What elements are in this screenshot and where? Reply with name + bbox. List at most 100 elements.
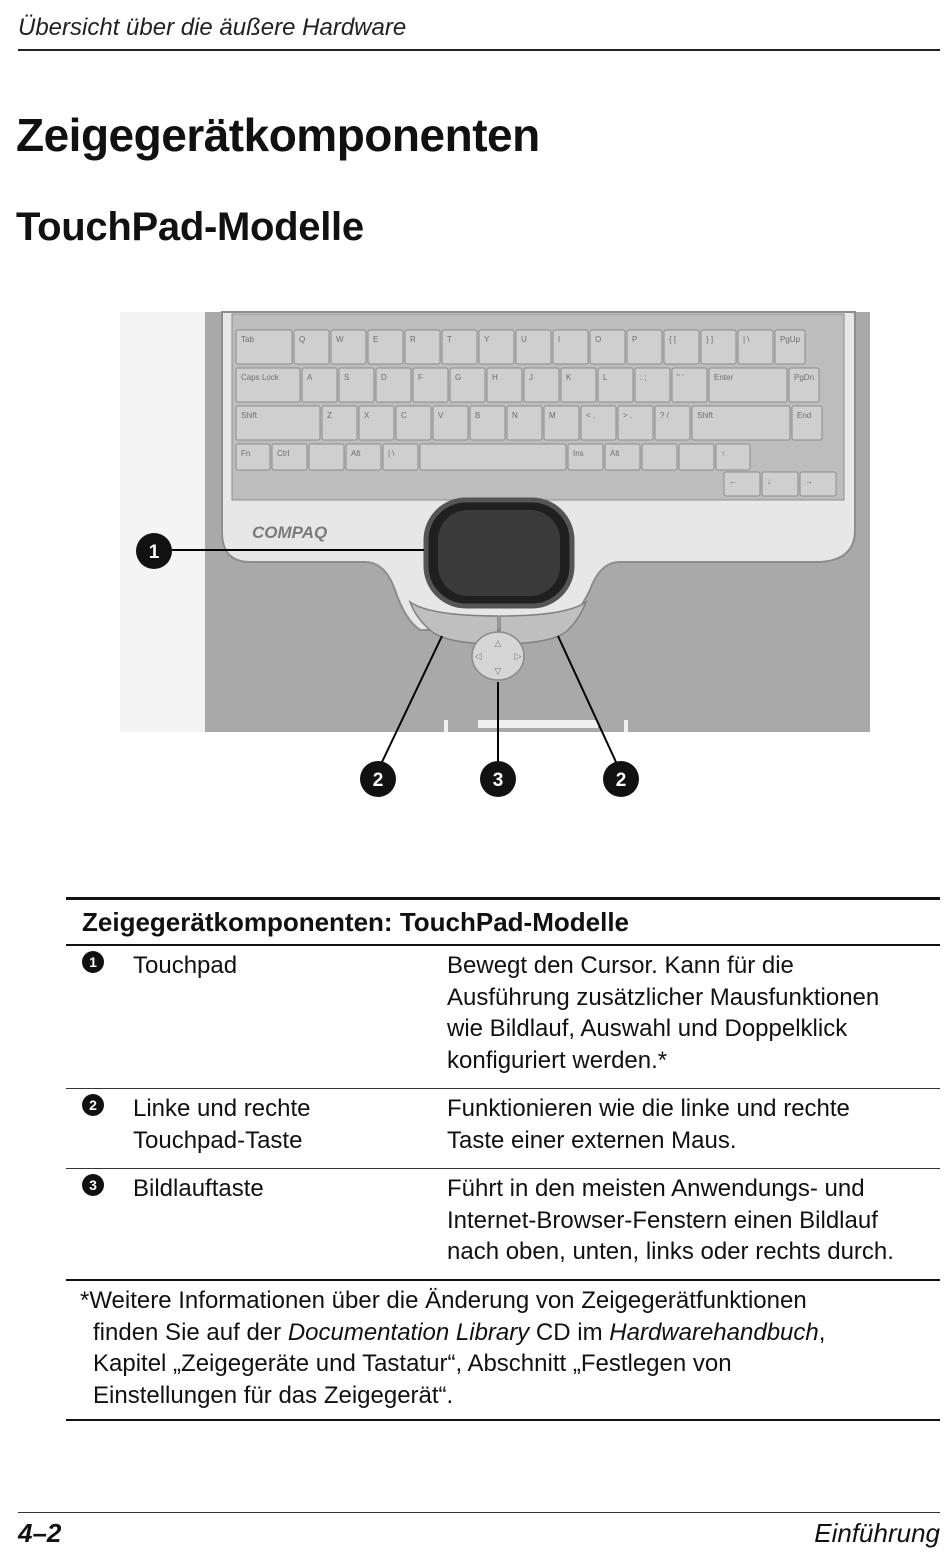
- keyboard-key: [441, 329, 478, 365]
- component-name: Bildlauftaste: [133, 1175, 264, 1202]
- running-head: Übersicht über die äußere Hardware: [18, 14, 407, 41]
- svg-text:2: 2: [616, 770, 627, 791]
- row-number-badge: 2: [82, 1094, 104, 1116]
- keyboard-key-label: Caps Lock: [241, 373, 280, 382]
- touchpad-left-button: [408, 600, 499, 645]
- table-footnote: *Weitere Informationen über die Änderung…: [80, 1287, 826, 1409]
- keyboard-key: [691, 405, 791, 441]
- row-divider: [66, 1088, 940, 1089]
- keyboard-key: [235, 443, 271, 471]
- keyboard-key: [671, 367, 708, 403]
- keyboard-key-label: ? /: [660, 411, 670, 420]
- keyboard-key-label: →: [805, 477, 813, 486]
- keyboard-key-label: N: [512, 411, 518, 420]
- callout-1: 1: [136, 533, 172, 569]
- keyboard-key-label: } ]: [706, 335, 713, 344]
- keyboard-key-label: : ;: [640, 373, 647, 382]
- keyboard-key-label: F: [418, 373, 423, 382]
- keyboard-key-label: Tab: [241, 335, 254, 344]
- keyboard-key: [412, 367, 449, 403]
- keyboard-key-label: Enter: [714, 373, 733, 382]
- keyboard-key-label: Q: [299, 335, 305, 344]
- keyboard-key: [235, 367, 301, 403]
- keyboard-key-label: J: [529, 373, 533, 382]
- keyboard-key: [338, 367, 375, 403]
- callout-2-right: 2: [603, 761, 639, 797]
- keyboard-key: [358, 405, 395, 441]
- keyboard-key-label: Ctrl: [277, 449, 290, 458]
- keyboard-key: [469, 405, 506, 441]
- component-name: Linke und rechte Touchpad-Taste: [133, 1095, 311, 1154]
- keyboard-key: [308, 443, 345, 471]
- keyboard-key: [449, 367, 486, 403]
- keyboard-key-label: B: [475, 411, 480, 420]
- keyboard-key-label: Alt: [610, 449, 620, 458]
- keyboard-key-label: G: [455, 373, 461, 382]
- keyboard-key: [419, 443, 567, 471]
- svg-text:1: 1: [149, 542, 160, 563]
- keyboard-key-label: " ': [677, 373, 684, 382]
- row-divider: [66, 1168, 940, 1169]
- keyboard-key: [543, 405, 580, 441]
- keyboard-key: [663, 329, 700, 365]
- svg-text:▽: ▽: [495, 666, 502, 676]
- keyboard-key-label: X: [364, 411, 370, 420]
- keyboard-key: [580, 405, 617, 441]
- header-rule: [18, 49, 940, 51]
- keyboard-key: [552, 329, 589, 365]
- keyboard-key: [715, 443, 751, 471]
- keyboard-key: [486, 367, 523, 403]
- table-bottom-rule: [66, 1419, 940, 1421]
- keyboard-key-label: V: [438, 411, 444, 420]
- keyboard-key: [654, 405, 691, 441]
- keyboard-key-label: PgDn: [794, 373, 814, 382]
- table-row: 2 Linke und rechte Touchpad-Taste Funkti…: [66, 1089, 940, 1168]
- keyboard-key-label: ←: [729, 477, 737, 486]
- keyboard-key: [382, 443, 419, 471]
- components-table: Zeigegerätkomponenten: TouchPad-Modelle …: [66, 897, 940, 1421]
- keyboard-key-label: Y: [484, 335, 490, 344]
- note-rule: [66, 1279, 940, 1281]
- keyboard-key-label: K: [566, 373, 572, 382]
- keyboard-key: [271, 443, 308, 471]
- keyboard-key: [432, 405, 469, 441]
- table-row: 1 Touchpad Bewegt den Cursor. Kann für d…: [66, 946, 940, 1088]
- keyboard-key: [799, 471, 837, 497]
- component-description: Führt in den meisten Anwendungs- und Int…: [447, 1175, 894, 1265]
- keyboard-key-label: O: [595, 335, 601, 344]
- row-number-badge: 3: [82, 1174, 104, 1196]
- keyboard-key-label: I: [558, 335, 560, 344]
- keyboard-key: [678, 443, 715, 471]
- svg-text:◁: ◁: [475, 651, 482, 661]
- keyboard-key: [761, 471, 799, 497]
- keyboard-key-label: S: [344, 373, 349, 382]
- keyboard-key-label: P: [632, 335, 637, 344]
- keyboard-key: [301, 367, 338, 403]
- footer-section: Einführung: [814, 1518, 940, 1548]
- footer-rule: [18, 1512, 940, 1513]
- keyboard-key: [723, 471, 761, 497]
- table-top-rule: [66, 897, 940, 900]
- keyboard-key-label: < ,: [586, 411, 595, 420]
- callout-2-left: 2: [360, 761, 396, 797]
- keyboard-key: [478, 329, 515, 365]
- keyboard-key: [617, 405, 654, 441]
- keyboard-key: [235, 329, 293, 365]
- keyboard-key: [708, 367, 788, 403]
- keyboard-key: [634, 367, 671, 403]
- keyboard-key: [293, 329, 330, 365]
- keyboard-key: [330, 329, 367, 365]
- section-title: TouchPad-Modelle: [16, 205, 364, 249]
- keyboard-key-label: M: [549, 411, 556, 420]
- keyboard-key: [367, 329, 404, 365]
- keyboard-key-label: U: [521, 335, 527, 344]
- keyboard-key-label: PgUp: [780, 335, 801, 344]
- keyboard-key-label: Ins: [573, 449, 584, 458]
- keyboard-key: [626, 329, 663, 365]
- svg-text:3: 3: [493, 770, 504, 791]
- keyboard-key-label: > .: [623, 411, 632, 420]
- keyboard-key: [395, 405, 432, 441]
- keyboard-key-label: Shift: [241, 411, 258, 420]
